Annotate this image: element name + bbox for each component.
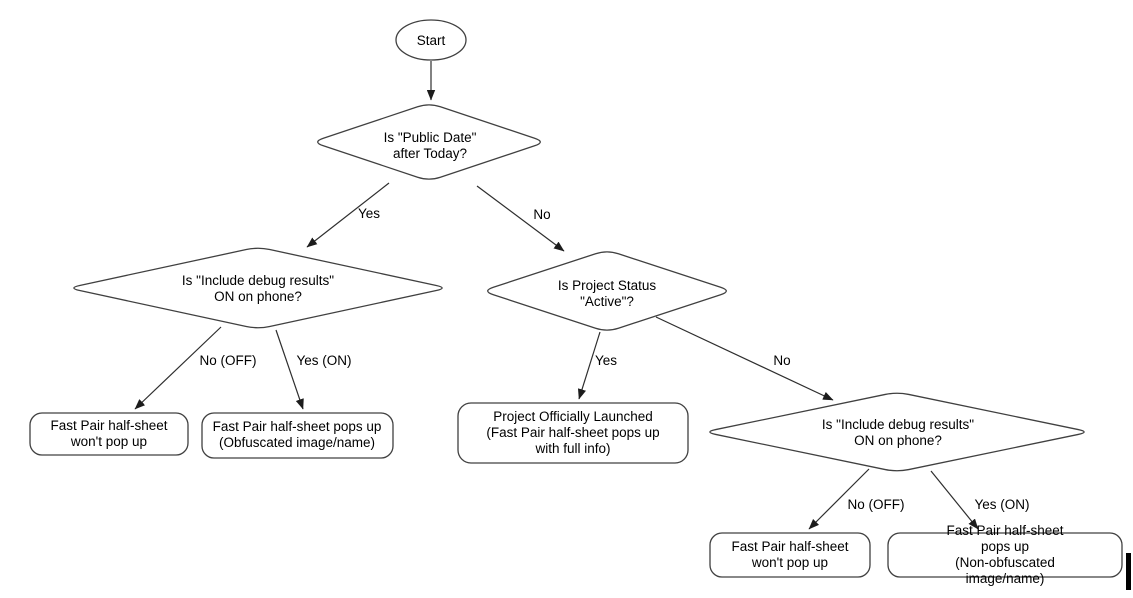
text-cursor-artifact — [1126, 553, 1131, 590]
result-obfuscated-shape — [201, 412, 394, 459]
result-no-popup-right-shape — [709, 532, 871, 578]
edge-project-status-yes — [577, 331, 601, 400]
edge-public-date-yes — [306, 182, 390, 248]
decision-debug-right-shape — [709, 392, 1085, 472]
edge-project-status-no — [655, 316, 834, 401]
result-non-obfuscated-shape — [887, 532, 1123, 578]
decision-project-status-shape — [487, 251, 727, 331]
edge-public-date-no — [476, 185, 565, 252]
edge-debug-right-yes — [930, 470, 979, 530]
edge-debug-left-yes — [275, 329, 304, 410]
result-launched-shape — [457, 402, 689, 464]
start-node-shape — [395, 19, 467, 61]
edge-debug-right-no — [808, 468, 870, 530]
decision-debug-left-shape — [73, 247, 443, 329]
result-no-popup-left-shape — [29, 412, 189, 456]
edge-debug-left-no — [134, 326, 222, 410]
decision-public-date-shape — [317, 104, 541, 180]
